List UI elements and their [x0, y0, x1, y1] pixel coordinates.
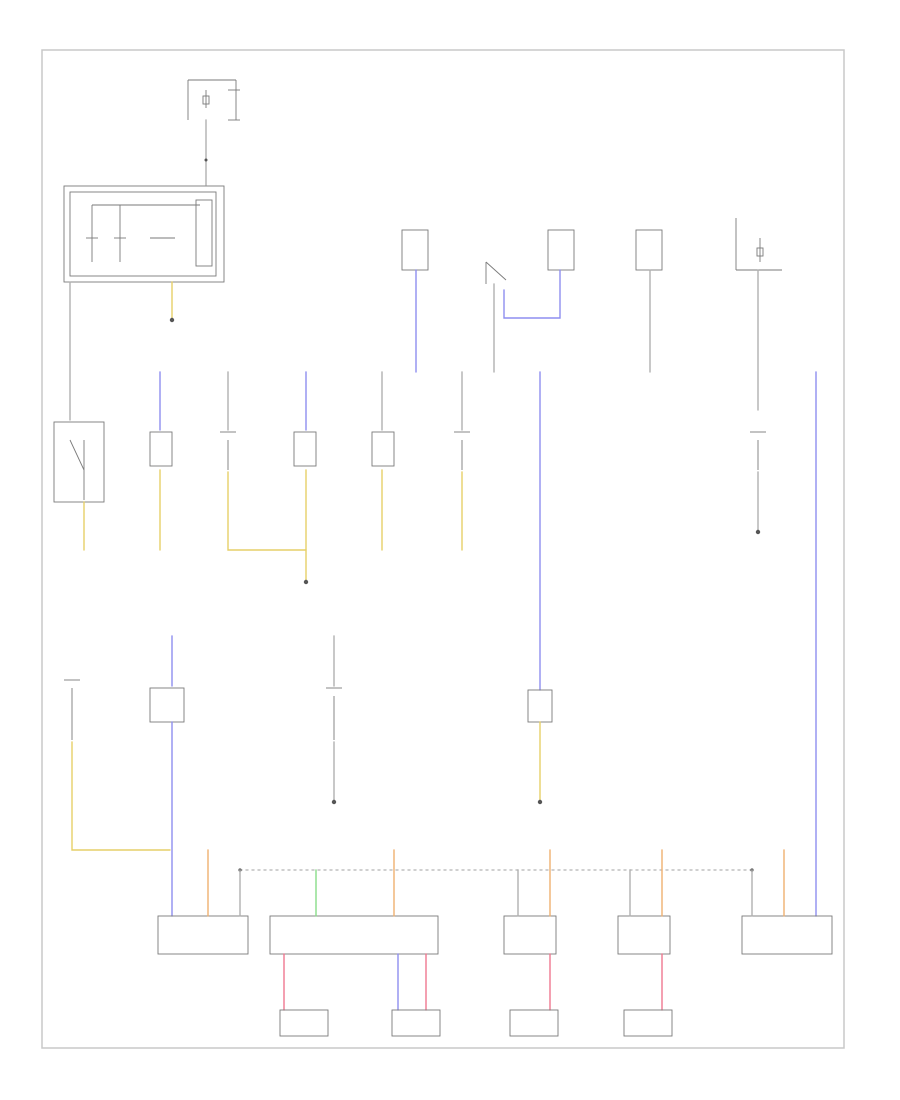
- ground-1: [169, 317, 175, 323]
- unit-c: [547, 229, 575, 271]
- switch-7: [750, 431, 766, 470]
- switch-4: [293, 431, 317, 467]
- switch-2: [149, 431, 173, 467]
- fuse: [187, 79, 240, 121]
- switch-3: [220, 431, 236, 470]
- switch-9: [149, 687, 185, 723]
- control-module-2: [269, 915, 439, 955]
- switch-10: [326, 687, 342, 740]
- ground-2: [303, 579, 309, 585]
- control-module-5: [741, 915, 833, 955]
- relay-mid: [527, 689, 553, 723]
- switch-1: [53, 421, 105, 503]
- motor-2: [391, 1009, 441, 1037]
- control-module-4: [617, 915, 671, 955]
- ground-4: [331, 799, 337, 805]
- motor-4: [623, 1009, 673, 1037]
- ground-5: [537, 799, 543, 805]
- motor-3: [509, 1009, 559, 1037]
- control-module-1: [157, 915, 249, 955]
- wire-unit-c: [503, 269, 561, 319]
- switch-6: [454, 431, 470, 470]
- switch-8: [64, 679, 80, 740]
- unit-b: [485, 261, 507, 284]
- control-module-3: [503, 915, 557, 955]
- wire-switch-3-out: [227, 471, 307, 551]
- sensor-right: [735, 218, 782, 271]
- switch-5: [371, 431, 395, 467]
- wire-switch-8: [71, 741, 171, 851]
- unit-d: [635, 229, 663, 271]
- diagram-frame: [41, 49, 845, 1049]
- ground-3: [755, 529, 761, 535]
- motor-1: [279, 1009, 329, 1037]
- relay-box: [63, 185, 225, 283]
- unit-a: [401, 229, 429, 271]
- splice-top: [204, 158, 208, 162]
